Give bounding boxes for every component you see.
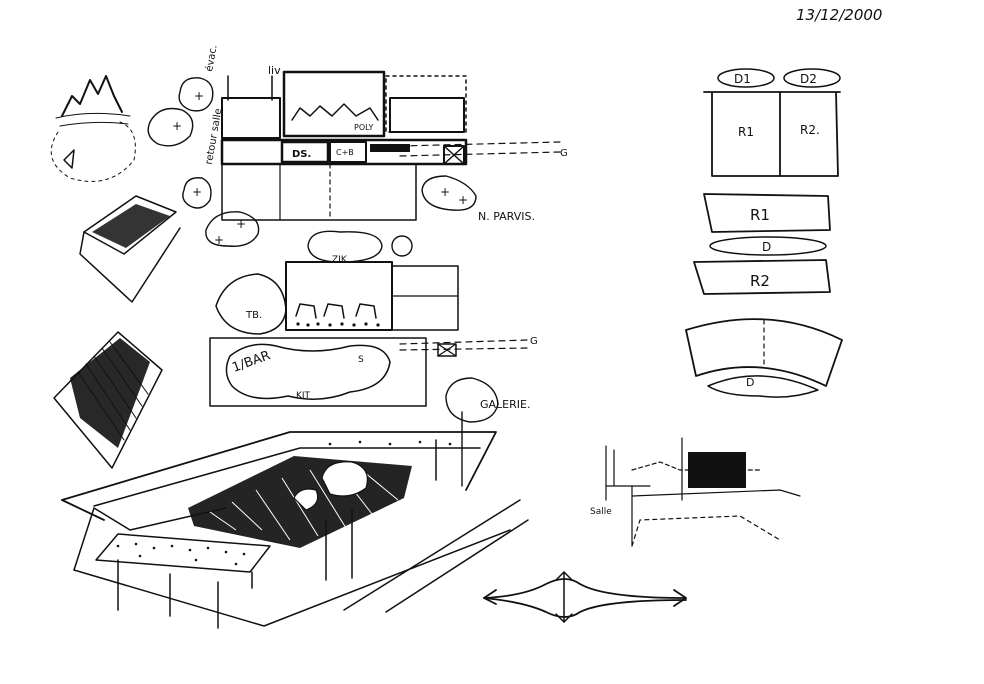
label-d-curve: D bbox=[746, 376, 754, 389]
schematic-top: D1 D2 R1 R2. bbox=[703, 68, 841, 177]
svg-text:+: + bbox=[236, 217, 246, 231]
double-arrow-diagram bbox=[483, 571, 687, 623]
label-salle: Salle bbox=[590, 507, 612, 517]
tree-bubble-parvis: + + bbox=[421, 175, 477, 211]
svg-text:+: + bbox=[192, 185, 202, 199]
label-r2-top: R2. bbox=[800, 123, 820, 137]
label-ds: DS. bbox=[292, 149, 311, 160]
floor-plan-lower: ZIK TB. 1/BAR KIT S G bbox=[209, 230, 538, 407]
schematic-middle: R1 D R2 bbox=[693, 193, 831, 295]
perspective-block-2 bbox=[53, 331, 163, 469]
label-tb: TB. bbox=[245, 310, 262, 321]
label-r1-mid: R1 bbox=[750, 206, 770, 224]
label-g2: G bbox=[530, 336, 538, 347]
svg-text:+: + bbox=[440, 185, 450, 199]
label-evac: évac. bbox=[203, 44, 219, 73]
label-s: S bbox=[358, 355, 364, 365]
galerie-bubble: GALERIE. bbox=[445, 377, 530, 487]
svg-text:+: + bbox=[172, 119, 182, 133]
label-zik: ZIK bbox=[332, 255, 348, 265]
label-galerie: GALERIE. bbox=[480, 398, 530, 411]
label-d1: D1 bbox=[734, 72, 751, 86]
label-kit: KIT bbox=[296, 391, 311, 401]
svg-text:+: + bbox=[458, 193, 468, 207]
mountain-sketch bbox=[50, 75, 136, 182]
sheet-date: 13/12/2000 bbox=[796, 6, 882, 24]
label-r1-top: R1 bbox=[738, 125, 754, 139]
label-r2-mid: R2 bbox=[750, 272, 770, 290]
schematic-section-salle: Salle bbox=[590, 437, 801, 547]
label-cb: C+B bbox=[336, 148, 354, 157]
svg-text:+: + bbox=[214, 233, 224, 247]
label-n-parvis: N. PARVIS. bbox=[478, 210, 535, 223]
label-d-mid: D bbox=[762, 240, 771, 254]
schematic-curved: D bbox=[685, 318, 843, 398]
label-d2: D2 bbox=[800, 72, 817, 86]
perspective-block-1 bbox=[79, 195, 181, 303]
label-g1: G bbox=[560, 148, 568, 159]
site-perspective bbox=[61, 431, 529, 629]
svg-text:+: + bbox=[194, 89, 204, 103]
tree-bubbles-left: + + + + + bbox=[147, 77, 260, 247]
floor-plan-upper: évac. liv retour salle POLY DS. C+B G N.… bbox=[203, 44, 568, 223]
label-poly: POLY bbox=[354, 123, 374, 132]
label-liv: liv bbox=[268, 64, 281, 77]
